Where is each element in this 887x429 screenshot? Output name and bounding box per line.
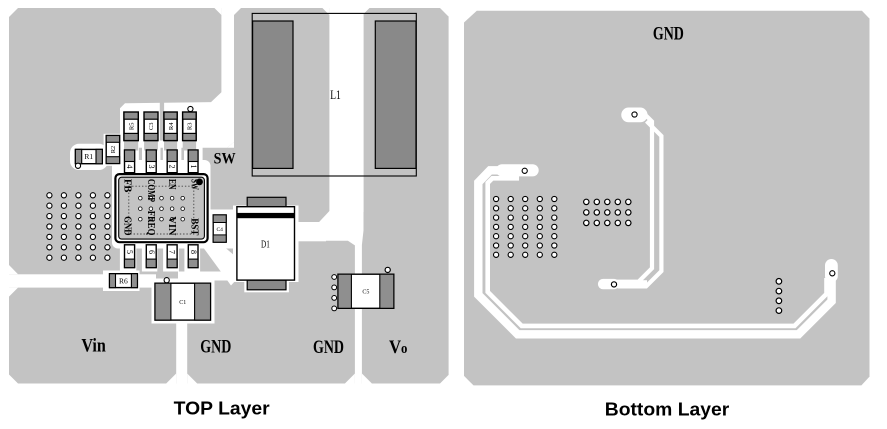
svg-text:C4: C4 xyxy=(216,227,223,233)
svg-text:R2: R2 xyxy=(110,146,117,154)
svg-text:FB: FB xyxy=(122,179,133,192)
svg-text:R5: R5 xyxy=(128,123,135,131)
svg-text:C3: C3 xyxy=(148,123,155,131)
svg-text:COMP: COMP xyxy=(145,179,156,202)
svg-text:FREQ: FREQ xyxy=(145,211,156,236)
svg-text:2: 2 xyxy=(168,165,177,169)
svg-text:5: 5 xyxy=(125,250,134,254)
svg-text:SW: SW xyxy=(214,151,236,168)
svg-text:3: 3 xyxy=(147,165,156,169)
svg-text:4: 4 xyxy=(125,165,134,169)
svg-text:Bottom Layer: Bottom Layer xyxy=(605,400,730,420)
svg-text:GND: GND xyxy=(653,24,684,45)
svg-text:R1: R1 xyxy=(84,152,93,161)
svg-text:R3: R3 xyxy=(187,123,194,131)
svg-text:7: 7 xyxy=(168,250,177,254)
svg-text:C1: C1 xyxy=(179,300,186,306)
svg-text:SW: SW xyxy=(189,179,200,190)
svg-text:8: 8 xyxy=(189,250,198,254)
svg-text:C5: C5 xyxy=(362,290,369,296)
svg-text:L1: L1 xyxy=(330,88,341,102)
svg-text:GND: GND xyxy=(200,336,231,357)
svg-text:6: 6 xyxy=(147,250,156,254)
svg-text:R4: R4 xyxy=(168,122,175,130)
svg-text:GND: GND xyxy=(313,337,344,358)
svg-text:R6: R6 xyxy=(119,277,128,286)
svg-text:D1: D1 xyxy=(261,239,270,250)
svg-text:Vin: Vin xyxy=(81,336,106,357)
svg-text:TOP Layer: TOP Layer xyxy=(174,399,270,419)
svg-text:EN: EN xyxy=(166,179,177,190)
svg-text:VIN: VIN xyxy=(166,216,177,235)
svg-text:1: 1 xyxy=(189,165,198,169)
svg-text:GND: GND xyxy=(122,216,133,236)
svg-text:BST: BST xyxy=(189,218,200,235)
svg-text:Vo: Vo xyxy=(389,337,408,358)
